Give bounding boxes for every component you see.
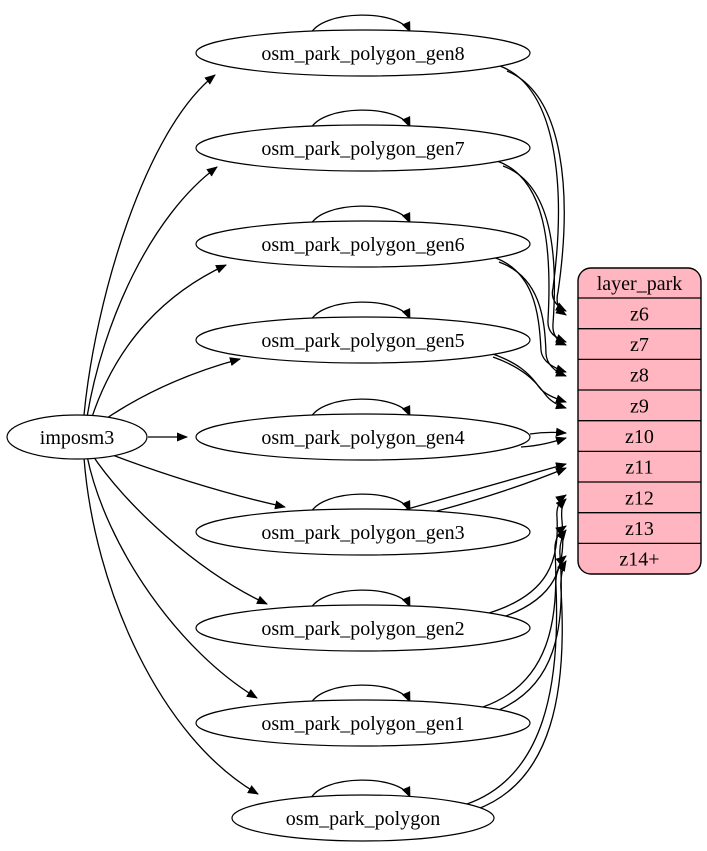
edge-imposm3-gen2	[90, 452, 268, 605]
node-label-imposm3: imposm3	[40, 427, 114, 449]
row-z6: z6	[630, 303, 649, 325]
row-z9: z9	[630, 395, 649, 417]
edge-gen4-z10	[520, 436, 567, 448]
edge-imposm3-gen3	[96, 448, 286, 510]
node-label-gen1: osm_park_polygon_gen1	[261, 713, 464, 735]
node-gen3	[195, 508, 531, 556]
self-loop-gen2	[309, 589, 411, 611]
node-gen4	[195, 413, 531, 461]
edge-gen2-z12	[488, 494, 567, 614]
edge-gen6-z8	[498, 261, 567, 377]
row-z14plus: z14+	[619, 549, 659, 571]
node-gen5	[195, 316, 531, 364]
edge-imposm3-gen1	[86, 455, 258, 699]
layer-park-title: layer_park	[597, 273, 683, 295]
node-gen7	[195, 124, 531, 172]
self-loop-gen7	[309, 109, 411, 131]
row-z11: z11	[625, 457, 653, 479]
node-label-gen5: osm_park_polygon_gen5	[261, 330, 464, 352]
node-label-polygon: osm_park_polygon	[286, 808, 440, 830]
edge-imposm3-gen5	[96, 357, 241, 426]
node-label-gen8: osm_park_polygon_gen8	[261, 43, 464, 65]
edge-gen7-z7	[502, 165, 567, 346]
node-gen2	[195, 604, 531, 652]
row-z7: z7	[630, 334, 649, 356]
edge-imposm3-gen6	[90, 264, 227, 421]
edge-polygon-z14plus	[474, 560, 567, 811]
row-z8: z8	[630, 365, 649, 387]
self-loop-gen5	[309, 301, 411, 323]
edge-imposm3-gen8	[83, 74, 216, 416]
edge-gen8-z6	[506, 70, 567, 316]
self-loop-gen3	[309, 493, 411, 515]
node-gen6	[195, 220, 531, 268]
edge-gen8-z6	[499, 65, 567, 312]
node-imposm3	[6, 414, 148, 460]
self-loop-gen6	[309, 205, 411, 227]
node-gen1	[195, 699, 531, 747]
self-loop-gen8	[309, 14, 411, 36]
edge-gen5-z9	[492, 356, 567, 410]
self-loop-gen4	[309, 398, 411, 420]
edge-gen3-z11	[436, 467, 567, 512]
row-z12: z12	[625, 487, 654, 509]
edge-imposm3-gen7	[86, 166, 218, 418]
node-label-gen4: osm_park_polygon_gen4	[261, 427, 464, 449]
self-loop-polygon	[309, 779, 411, 801]
node-label-gen3: osm_park_polygon_gen3	[261, 522, 464, 544]
self-loop-gen1	[309, 684, 411, 706]
row-z13: z13	[625, 518, 654, 540]
node-gen8	[195, 29, 531, 77]
node-label-gen2: osm_park_polygon_gen2	[261, 618, 464, 640]
edge-imposm3-polygon	[83, 457, 259, 795]
node-label-gen7: osm_park_polygon_gen7	[261, 138, 464, 160]
node-polygon	[231, 794, 495, 842]
edge-gen4-z10	[529, 427, 567, 437]
row-z10: z10	[625, 426, 654, 448]
edge-polygon-z14plus	[466, 555, 567, 805]
node-label-gen6: osm_park_polygon_gen6	[261, 234, 464, 256]
edge-gen3-z11	[403, 462, 567, 511]
